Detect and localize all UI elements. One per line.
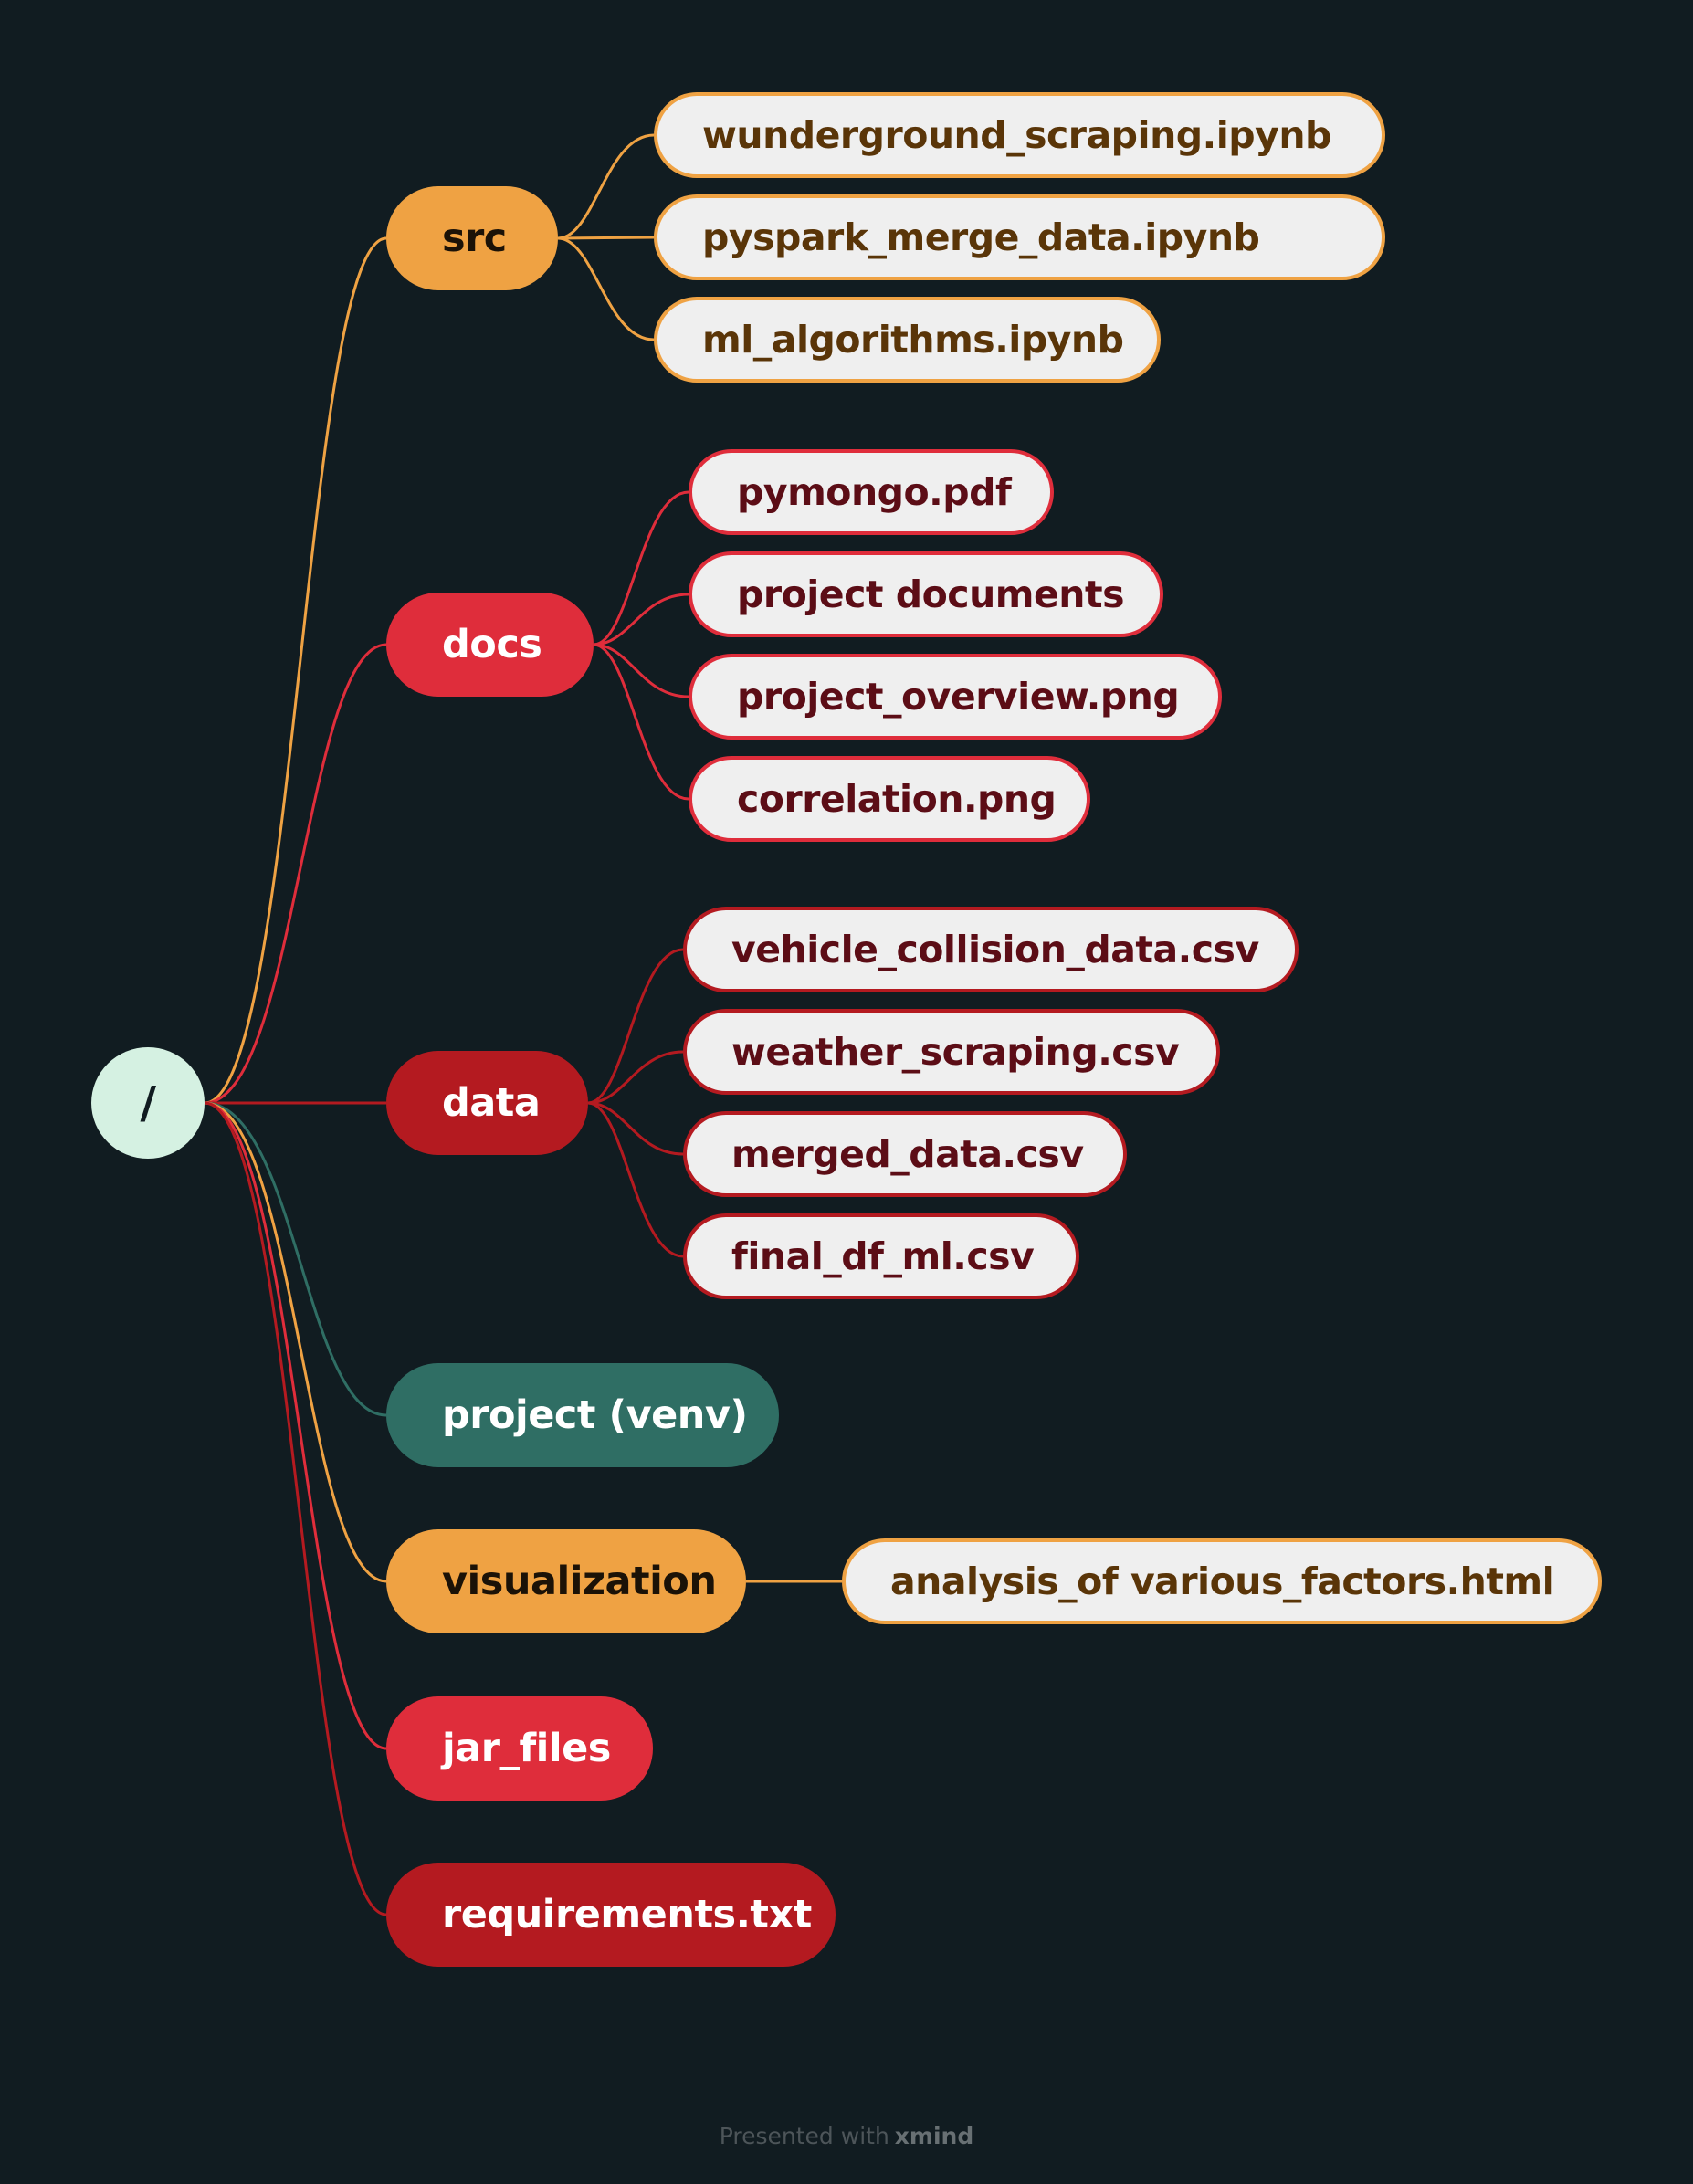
connector-root-jar-files [204,1101,387,1750]
branch-jar-files[interactable]: jar_files [386,1696,653,1801]
branch-project-venv[interactable]: project (venv) [386,1363,779,1467]
leaf-project-documents[interactable]: project documents [689,551,1163,637]
branch-label: jar_files [442,1726,611,1771]
connector-data-0 [587,948,684,1105]
branch-label: data [442,1080,541,1126]
connector-root-src [204,236,387,1105]
root-label: / [140,1077,156,1129]
footer-prefix: Presented with [719,2123,889,2149]
leaf-project-overview-png[interactable]: project_overview.png [689,654,1222,740]
leaf-weather-scraping-csv[interactable]: weather_scraping.csv [683,1009,1220,1095]
connector-root-docs [204,643,387,1105]
leaf-label: analysis_of various_factors.html [890,1559,1555,1603]
branch-docs[interactable]: docs [386,593,594,697]
connector-src-1 [557,236,655,240]
footer-brand: xmind [894,2123,974,2149]
leaf-label: final_df_ml.csv [731,1234,1035,1278]
leaf-label: merged_data.csv [731,1132,1084,1176]
leaf-final-df-ml-csv[interactable]: final_df_ml.csv [683,1213,1079,1299]
leaf-label: project_overview.png [737,675,1180,719]
leaf-ml-algorithms-ipynb[interactable]: ml_algorithms.ipynb [654,297,1161,383]
branch-src[interactable]: src [386,186,558,290]
leaf-label: project documents [737,572,1125,616]
connector-docs-0 [593,490,689,646]
connector-root-visualization [204,1101,387,1583]
leaf-label: ml_algorithms.ipynb [702,318,1124,362]
leaf-wunderground-scraping-ipynb[interactable]: wunderground_scraping.ipynb [654,92,1385,178]
leaf-vehicle-collision-data-csv[interactable]: vehicle_collision_data.csv [683,907,1299,992]
leaf-label: vehicle_collision_data.csv [731,928,1259,971]
connector-root-project-venv [204,1101,387,1417]
branch-label: docs [442,622,542,667]
branch-data[interactable]: data [386,1051,588,1155]
connector-docs-1 [593,593,689,646]
connector-docs-3 [593,643,689,801]
branch-visualization[interactable]: visualization [386,1529,746,1633]
connector-docs-2 [593,643,689,698]
leaf-label: weather_scraping.csv [731,1030,1180,1074]
leaf-label: pyspark_merge_data.ipynb [702,215,1260,259]
connector-root-requirements-txt [204,1101,387,1916]
leaf-label: correlation.png [737,777,1057,821]
leaf-correlation-png[interactable]: correlation.png [689,756,1090,842]
branch-label: visualization [442,1559,717,1604]
branch-label: requirements.txt [442,1892,812,1937]
leaf-analysis-of-various-factors-html[interactable]: analysis_of various_factors.html [842,1538,1602,1624]
connector-data-3 [587,1101,684,1258]
branch-requirements-txt[interactable]: requirements.txt [386,1863,836,1967]
leaf-pyspark-merge-data-ipynb[interactable]: pyspark_merge_data.ipynb [654,194,1385,280]
connector-data-2 [587,1101,684,1156]
branch-label: src [442,215,507,261]
branch-label: project (venv) [442,1392,748,1438]
connector-src-0 [557,133,655,240]
root-node[interactable]: / [91,1047,205,1159]
leaf-merged-data-csv[interactable]: merged_data.csv [683,1111,1127,1197]
connector-src-2 [557,236,655,341]
connector-data-1 [587,1050,684,1105]
leaf-label: wunderground_scraping.ipynb [702,113,1331,157]
leaf-pymongo-pdf[interactable]: pymongo.pdf [689,449,1054,535]
leaf-label: pymongo.pdf [737,470,1012,514]
